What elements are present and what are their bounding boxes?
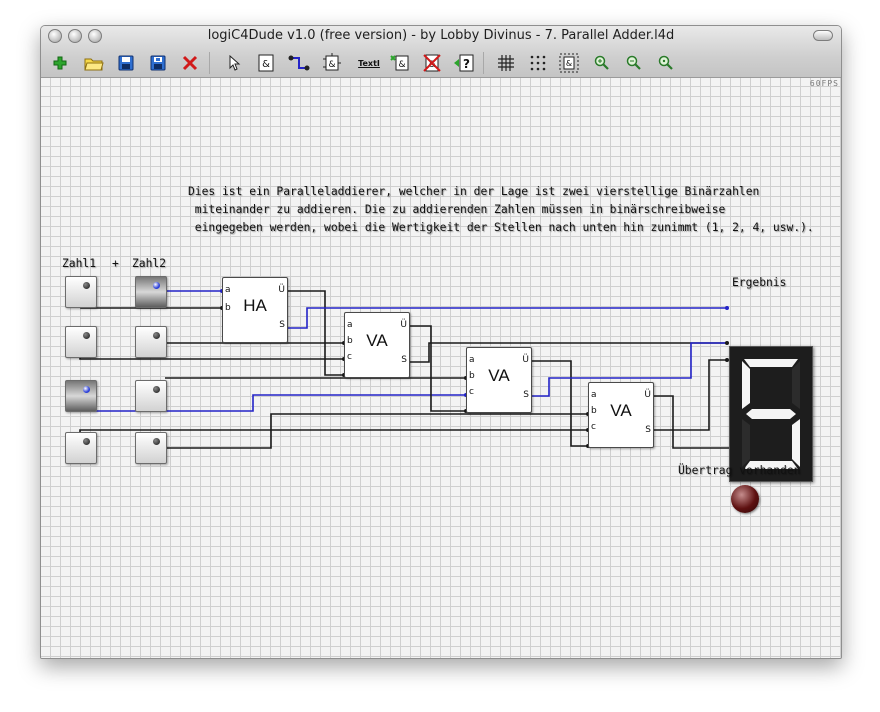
app-window: logiC4Dude v1.0 (free version) - by Lobb… xyxy=(40,25,842,659)
plus-label: + xyxy=(112,257,119,270)
pin-a: a xyxy=(591,390,597,400)
full-adder-gate-2[interactable]: a b c Ü S VA xyxy=(466,347,532,413)
zahl2-bit1-switch[interactable] xyxy=(135,326,167,358)
pin-a: a xyxy=(469,355,475,365)
zahl2-bit2-switch[interactable] xyxy=(135,380,167,412)
segment-a xyxy=(744,359,798,367)
save-icon[interactable] xyxy=(115,52,137,74)
segment-b xyxy=(792,361,800,409)
toolbar-toggle-button[interactable] xyxy=(813,30,833,41)
pointer-icon[interactable] xyxy=(223,52,245,74)
pin-c: c xyxy=(347,352,352,362)
zahl2-bit0-switch[interactable] xyxy=(135,276,167,308)
zahl2-bit3-switch[interactable] xyxy=(135,432,167,464)
segment-f xyxy=(742,361,750,409)
pin-b: b xyxy=(469,371,475,381)
seven-segment-display[interactable] xyxy=(729,346,813,482)
carry-label: Übertrag vorhanden xyxy=(678,464,801,477)
result-label: Ergebnis xyxy=(732,276,787,289)
grid-icon[interactable] xyxy=(495,52,517,74)
description-line-1: Dies ist ein Paralleladdierer, welcher i… xyxy=(188,185,760,198)
svg-text:&: & xyxy=(328,60,335,70)
half-adder-gate[interactable]: a b Ü S HA xyxy=(222,277,288,343)
gate-name: VA xyxy=(610,401,632,420)
edit-gate-icon[interactable]: & xyxy=(389,52,411,74)
zahl2-label: Zahl2 xyxy=(132,257,167,270)
dot-grid-icon[interactable] xyxy=(527,52,549,74)
component-icon[interactable]: & xyxy=(321,52,343,74)
pin-sum: S xyxy=(279,320,285,330)
pin-b: b xyxy=(225,303,231,313)
minimize-window-button[interactable] xyxy=(68,29,82,43)
pin-carry: Ü xyxy=(522,355,529,365)
pin-a: a xyxy=(347,320,353,330)
window-title: logiC4Dude v1.0 (free version) - by Lobb… xyxy=(207,28,675,43)
svg-text:&: & xyxy=(262,59,270,70)
zahl1-label: Zahl1 xyxy=(62,257,97,270)
open-folder-icon[interactable] xyxy=(83,52,105,74)
pin-carry: Ü xyxy=(400,320,407,330)
zahl1-bit2-switch[interactable] xyxy=(65,380,97,412)
segment-c xyxy=(792,419,800,467)
zoom-window-button[interactable] xyxy=(88,29,102,43)
title-bar[interactable]: logiC4Dude v1.0 (free version) - by Lobb… xyxy=(41,26,841,78)
gate-name: VA xyxy=(366,331,388,350)
pin-carry: Ü xyxy=(278,285,285,295)
text-icon[interactable]: TextI xyxy=(355,52,383,74)
gate-name: VA xyxy=(488,366,510,385)
text-tool-label: TextI xyxy=(358,58,380,68)
wire-layer xyxy=(79,289,731,449)
pin-c: c xyxy=(469,387,474,397)
segment-g xyxy=(746,409,796,419)
digit-five-icon xyxy=(742,359,800,469)
pin-b: b xyxy=(347,336,353,346)
zahl1-bit3-switch[interactable] xyxy=(65,432,97,464)
new-icon[interactable] xyxy=(49,52,71,74)
and-gate-icon[interactable]: & xyxy=(255,52,277,74)
pin-carry: Ü xyxy=(644,390,651,400)
pin-a: a xyxy=(225,285,231,295)
gate-name: HA xyxy=(243,296,267,315)
description-line-2: miteinander zu addieren. Die zu addieren… xyxy=(188,203,726,216)
wire-icon[interactable] xyxy=(288,52,310,74)
full-adder-gate-1[interactable]: a b c Ü S VA xyxy=(344,312,410,378)
description-line-3: eingegeben werden, wobei die Wertigkeit … xyxy=(188,221,814,234)
full-adder-gate-3[interactable]: a b c Ü S VA xyxy=(588,382,654,448)
frame-icon[interactable]: & xyxy=(558,52,580,74)
carry-lamp xyxy=(731,485,759,513)
segment-d xyxy=(744,461,798,469)
svg-text:&: & xyxy=(566,59,572,68)
zahl1-bit0-switch[interactable] xyxy=(65,276,97,308)
svg-text:&: & xyxy=(398,60,405,70)
circuit-canvas[interactable]: 60FPS Dies ist ein Paralleladdierer, wel… xyxy=(41,78,841,658)
zoom-in-icon[interactable] xyxy=(591,52,613,74)
pin-sum: S xyxy=(523,390,529,400)
close-window-button[interactable] xyxy=(48,29,62,43)
fps-counter: 60FPS xyxy=(809,79,839,88)
pin-sum: S xyxy=(401,355,407,365)
zoom-out-icon[interactable] xyxy=(623,52,645,74)
save-as-icon[interactable] xyxy=(147,52,169,74)
pin-c: c xyxy=(591,422,596,432)
svg-text:?: ? xyxy=(463,57,470,71)
delete-icon[interactable] xyxy=(179,52,201,74)
segment-e xyxy=(742,419,750,467)
svg-text:&: & xyxy=(428,60,435,70)
zoom-reset-icon[interactable] xyxy=(655,52,677,74)
pin-sum: S xyxy=(645,425,651,435)
help-icon[interactable]: ? xyxy=(453,52,475,74)
pin-b: b xyxy=(591,406,597,416)
zahl1-bit1-switch[interactable] xyxy=(65,326,97,358)
remove-gate-icon[interactable]: & xyxy=(421,52,443,74)
